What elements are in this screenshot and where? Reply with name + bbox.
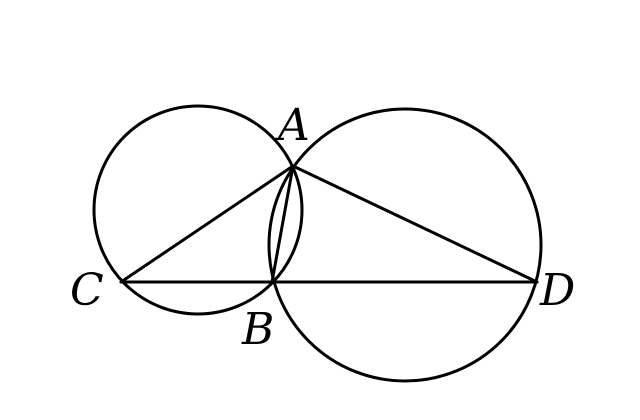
segment-ab (270, 164, 295, 284)
circle-right (267, 107, 543, 383)
label-d: D (539, 265, 575, 316)
segment-ca (119, 164, 295, 284)
label-c: C (70, 265, 104, 316)
label-b: B (241, 304, 274, 355)
circle-left (92, 104, 304, 316)
label-a: A (274, 100, 310, 151)
segment-ad (291, 164, 539, 284)
